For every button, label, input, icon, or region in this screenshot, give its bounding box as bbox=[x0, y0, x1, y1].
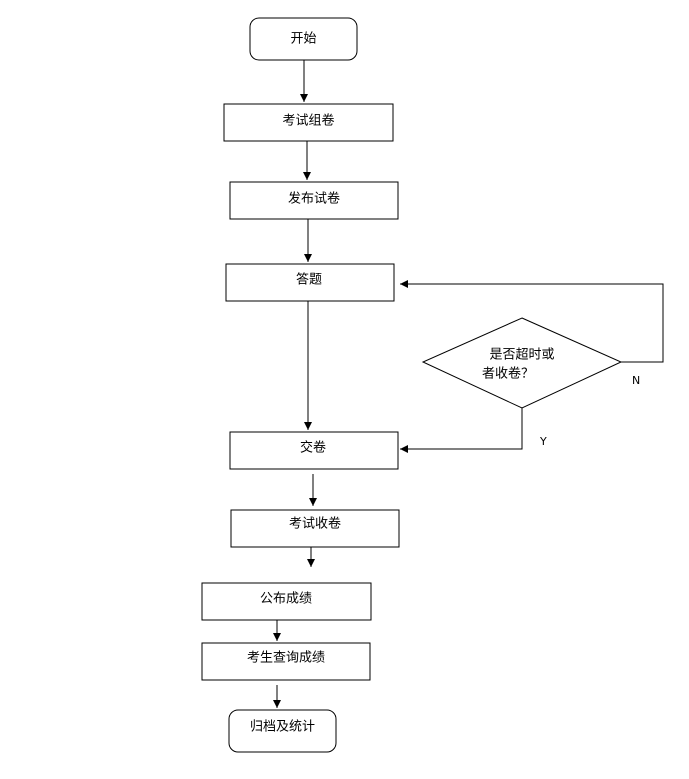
node-collect-label: 考试收卷 bbox=[289, 516, 341, 532]
edge-no-label: N bbox=[632, 374, 640, 387]
node-decision-label-line1: 是否超时或 bbox=[489, 348, 554, 363]
node-publish-exam: 发布试卷 bbox=[229, 181, 399, 220]
node-query-scores: 考生查询成绩 bbox=[201, 642, 371, 681]
node-submit-label: 交卷 bbox=[300, 440, 326, 456]
node-start: 开始 bbox=[249, 17, 358, 61]
node-decision-label-line2: 者收卷？ bbox=[482, 366, 534, 382]
node-answer-label: 答题 bbox=[296, 272, 322, 288]
node-start-label: 开始 bbox=[290, 32, 316, 47]
node-end: 归档及统计 bbox=[228, 709, 337, 753]
node-publish-scores: 公布成绩 bbox=[201, 582, 372, 621]
node-decision: 是否超时或 者收卷？ bbox=[421, 317, 623, 409]
node-submit: 交卷 bbox=[229, 431, 399, 470]
node-collect: 考试收卷 bbox=[230, 509, 400, 548]
node-publish-exam-label: 发布试卷 bbox=[288, 191, 340, 207]
node-compose-exam: 考试组卷 bbox=[223, 103, 394, 142]
edge-yes-label: Y bbox=[539, 435, 547, 448]
node-compose-exam-label: 考试组卷 bbox=[282, 113, 334, 129]
edge-decision-yes bbox=[400, 408, 523, 453]
node-end-label: 归档及统计 bbox=[250, 720, 315, 735]
node-answer: 答题 bbox=[225, 263, 395, 302]
edge-decision-no-loop bbox=[400, 280, 664, 363]
edges bbox=[273, 60, 664, 708]
node-query-scores-label: 考生查询成绩 bbox=[247, 651, 325, 666]
node-publish-scores-label: 公布成绩 bbox=[260, 592, 312, 607]
